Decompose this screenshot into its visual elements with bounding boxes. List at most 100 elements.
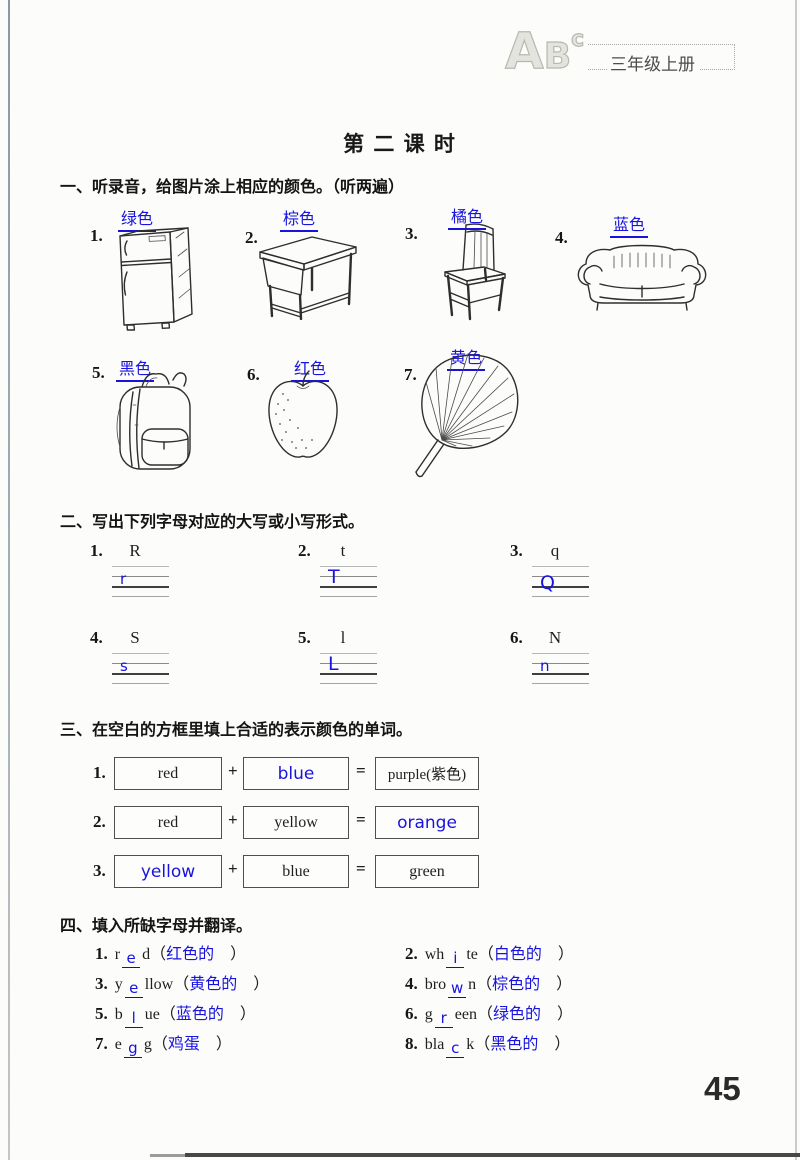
letter-exercise-1: 1. R r: [90, 541, 210, 601]
word-post: een（: [454, 1006, 493, 1023]
letter-prompt: R: [129, 541, 141, 560]
missing-letter-blank: r: [434, 1010, 453, 1028]
close-paren: ）: [554, 1036, 571, 1053]
color-word: red: [157, 764, 179, 782]
color-word-box: green: [375, 855, 479, 888]
missing-letter-blank: w: [448, 980, 467, 998]
letter-exercise-5: 5. l L: [298, 628, 418, 688]
writing-staff: r: [112, 566, 169, 597]
item-number: 1.: [93, 763, 106, 782]
close-paren: ）: [556, 976, 573, 993]
word-post: d（: [142, 946, 167, 963]
logo-letter-a: A: [504, 21, 544, 80]
word-pre: bla: [424, 1036, 445, 1053]
sofa-image: [577, 244, 707, 311]
equals-sign: =: [356, 859, 366, 878]
page-edge-left: [8, 0, 10, 1160]
word-pre: y: [114, 976, 123, 993]
color-equation-row: 1. red + blue = purple(紫色): [0, 757, 800, 790]
item-number: 6.: [247, 365, 260, 384]
missing-letter-blank: g: [123, 1040, 142, 1058]
letter-answer: s: [120, 657, 128, 675]
item-number: 1.: [95, 944, 108, 963]
letter-prompt: l: [340, 628, 346, 647]
color-word-box: yellow: [114, 855, 222, 888]
item-number: 7.: [95, 1034, 108, 1053]
item-number: 3.: [510, 541, 523, 560]
item-number: 1.: [90, 226, 103, 245]
word-post: n（: [468, 976, 493, 993]
item-number: 3.: [93, 861, 106, 880]
color-word-box: blue: [243, 855, 349, 888]
word-post: ue（: [144, 1006, 176, 1023]
item-number: 6.: [405, 1004, 418, 1023]
item-number: 3.: [95, 974, 108, 993]
apple-image: [268, 370, 338, 458]
section-2-heading: 二、写出下列字母对应的大写或小写形式。: [60, 514, 365, 531]
item-number: 3.: [405, 224, 418, 243]
letter-prompt: t: [340, 541, 346, 560]
color-word-box: red: [114, 806, 222, 839]
equals-sign: =: [356, 810, 366, 829]
translation-answer: 绿色的: [492, 1004, 541, 1023]
equals-sign: =: [356, 761, 366, 780]
item-number: 8.: [405, 1034, 418, 1053]
color-answer-label: 黄色: [447, 344, 486, 371]
logo-letter-c: c: [571, 26, 585, 52]
item-number: 4.: [555, 228, 568, 247]
item-number: 7.: [404, 365, 417, 384]
item-number: 2.: [93, 812, 106, 831]
scan-bottom-bar-light: [150, 1154, 185, 1157]
scan-bottom-bar: [185, 1153, 800, 1157]
color-word-box: red: [114, 757, 222, 790]
word-post: k（: [466, 1036, 491, 1053]
color-equation-row: 3. yellow + blue = green: [0, 855, 800, 888]
letter-exercise-2: 2. t T: [298, 541, 418, 601]
close-paren: ）: [557, 946, 574, 963]
section-4-heading: 四、填入所缺字母并翻译。: [60, 918, 253, 935]
backpack-image: [116, 372, 191, 470]
word-post: te（: [466, 946, 494, 963]
color-answer-label: 黑色: [116, 355, 155, 382]
item-number: 2.: [298, 541, 311, 560]
word-post: g（: [143, 1036, 168, 1053]
lesson-title: 第 二 课 时: [343, 132, 457, 156]
item-number: 4.: [405, 974, 418, 993]
word-pre: wh: [424, 946, 445, 963]
color-word-handwritten: blue: [277, 763, 315, 784]
abc-logo: ABc: [504, 21, 585, 80]
section-1-heading: 一、听录音，给图片涂上相应的颜色。（听两遍）: [60, 179, 405, 196]
letter-exercise-6: 6. N n: [510, 628, 630, 688]
plus-sign: +: [228, 810, 238, 829]
page-number: 45: [704, 1070, 741, 1107]
missing-letter-blank: e: [124, 980, 143, 998]
color-word: blue: [282, 862, 310, 880]
translation-answer: 白色的: [493, 944, 542, 963]
color-answer-label: 蓝色: [610, 211, 649, 238]
grade-badge: 三年级上册: [588, 44, 735, 75]
letter-answer: r: [120, 570, 127, 588]
writing-staff: Q: [532, 566, 589, 597]
color-word-handwritten: yellow: [140, 861, 196, 882]
color-word-box: purple(紫色): [375, 757, 479, 790]
plus-sign: +: [228, 859, 238, 878]
close-paren: ）: [556, 1006, 573, 1023]
writing-staff: n: [532, 653, 589, 684]
word-pre: e: [114, 1036, 122, 1053]
item-number: 4.: [90, 628, 103, 647]
item-number: 6.: [510, 628, 523, 647]
fan-image: [415, 353, 519, 478]
missing-letter-blank: i: [446, 950, 465, 968]
item-number: 5.: [298, 628, 311, 647]
letter-exercise-3: 3. q Q: [510, 541, 630, 601]
word-post: llow（: [144, 976, 190, 993]
translation-answer: 黄色的: [189, 974, 238, 993]
color-answer-label: 橘色: [448, 203, 487, 230]
word-pre: r: [114, 946, 121, 963]
